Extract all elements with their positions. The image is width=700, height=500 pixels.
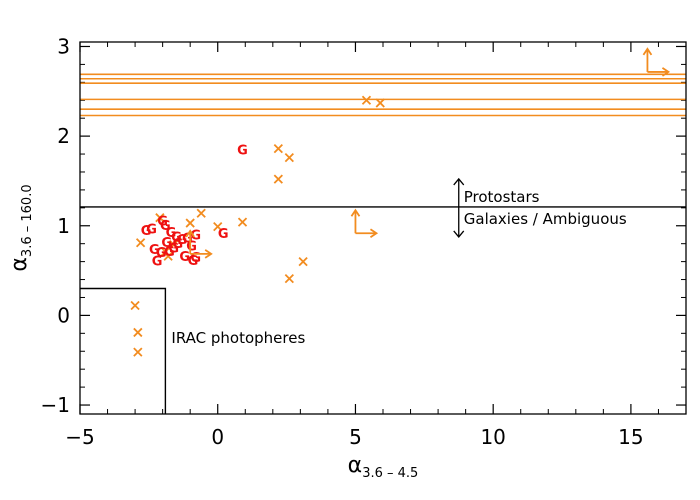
photosphere-box: [80, 287, 167, 414]
x-tick-label: 10: [480, 425, 505, 449]
cross-stroke: [196, 208, 206, 218]
y-tick-label: 0: [57, 303, 70, 327]
cross-marker: [361, 95, 372, 105]
limit-arrowhead-right: [369, 228, 379, 239]
cross-stroke: [130, 300, 140, 311]
limit-arrow-marker: [642, 47, 671, 77]
galaxy-marker: G: [172, 237, 183, 252]
cross-stroke: [213, 222, 223, 232]
cross-stroke: [361, 95, 372, 105]
cross-stroke: [160, 247, 171, 257]
cross-stroke: [273, 144, 283, 154]
galaxy-marker: G: [186, 239, 197, 254]
limit-arrowhead-right: [204, 249, 213, 259]
y-axis-label-symbol: α: [7, 257, 32, 272]
cross-marker: [298, 256, 308, 267]
limit-arrowhead-up: [642, 47, 653, 56]
galaxy-marker: G: [141, 224, 152, 239]
arrowhead-down: [453, 230, 465, 238]
x-tick-label: 15: [618, 425, 643, 449]
cross-marker: [133, 327, 143, 338]
cross-stroke: [155, 213, 165, 223]
y-tick-label: 1: [57, 214, 70, 238]
arrowhead-up: [453, 177, 465, 186]
galaxy-marker: G: [168, 241, 179, 256]
galaxy-marker: G: [190, 229, 201, 244]
cross-marker: [273, 144, 283, 154]
cross-stroke: [284, 274, 294, 284]
galaxy-marker: G: [149, 243, 160, 258]
label-irac-photospheres: IRAC photopheres: [171, 329, 305, 347]
cross-stroke: [169, 239, 179, 250]
cross-stroke: [375, 98, 385, 108]
cross-marker: [169, 239, 179, 250]
plot-frame: [79, 41, 687, 415]
galaxy-marker: G: [188, 254, 199, 269]
x-axis-label-subscript: 3.6 – 4.5: [362, 466, 418, 481]
region-annotation: Protostars Galaxies / Ambiguous IRAC pho…: [171, 188, 626, 347]
galaxy-marker: G: [161, 236, 172, 251]
galaxy-marker: G: [157, 214, 168, 229]
cross-marker: [284, 152, 294, 163]
x-tick-label: 0: [211, 425, 224, 449]
x-tick-label: 5: [349, 425, 362, 449]
galaxy-marker: G: [179, 250, 190, 265]
galaxy-marker: G: [146, 222, 157, 237]
y-axis-label: α3.6 – 160.0: [7, 184, 35, 271]
galaxy-marker: G: [182, 231, 193, 246]
cross-marker: [163, 251, 173, 261]
cross-marker: [155, 213, 165, 223]
cross-marker: [135, 238, 146, 248]
label-protostars: Protostars: [464, 188, 540, 206]
y-axis-label-subscript: 3.6 – 160.0: [20, 184, 35, 257]
galaxy-marker: G: [160, 219, 171, 234]
cross-stroke: [273, 174, 283, 184]
cross-stroke: [237, 217, 248, 227]
cross-marker: [185, 218, 195, 228]
limit-arrowhead-up: [350, 208, 361, 217]
limit-arrow-marker: [185, 229, 213, 259]
cross-marker: [196, 208, 206, 218]
axis-ticks: −5 0 5 10 15 −1 0 1 2 3: [41, 34, 687, 449]
galaxy-marker: G: [152, 255, 163, 270]
cross-marker: [237, 217, 248, 227]
x-axis-label-symbol: α: [348, 453, 363, 478]
cross-stroke: [133, 347, 143, 357]
cross-stroke: [185, 218, 195, 228]
cross-stroke: [133, 327, 143, 338]
cross-marker: [284, 274, 294, 284]
cross-marker: [273, 174, 283, 184]
label-galaxies-ambiguous: Galaxies / Ambiguous: [464, 210, 627, 228]
galaxy-marker: G: [237, 144, 248, 159]
galaxy-marker: G: [156, 246, 167, 261]
cross-marker: [130, 300, 140, 311]
galaxy-marker: G: [190, 251, 201, 266]
galaxy-marker: G: [166, 226, 177, 241]
limit-arrowhead-up: [185, 229, 195, 238]
y-tick-label: −1: [41, 393, 70, 417]
cross-stroke: [163, 251, 173, 261]
cross-stroke: [284, 152, 294, 163]
cross-marker: [375, 98, 385, 108]
galaxy-marker: G: [218, 227, 229, 242]
x-tick-label: −5: [65, 425, 94, 449]
cross-stroke: [298, 256, 308, 267]
galaxy-marker: G: [177, 233, 188, 248]
y-tick-label: 3: [57, 34, 70, 58]
y-tick-label: 2: [57, 124, 70, 148]
limit-arrow-marker: [350, 208, 379, 239]
limit-arrowhead-right: [661, 67, 671, 77]
galaxy-marker: G: [164, 245, 175, 260]
x-axis-label: α3.6 – 4.5: [348, 453, 419, 481]
cross-marker: [160, 247, 171, 257]
galaxy-marker: G: [171, 231, 182, 246]
cross-marker: [133, 347, 143, 357]
cross-marker: [213, 222, 223, 232]
cross-stroke: [135, 238, 146, 248]
